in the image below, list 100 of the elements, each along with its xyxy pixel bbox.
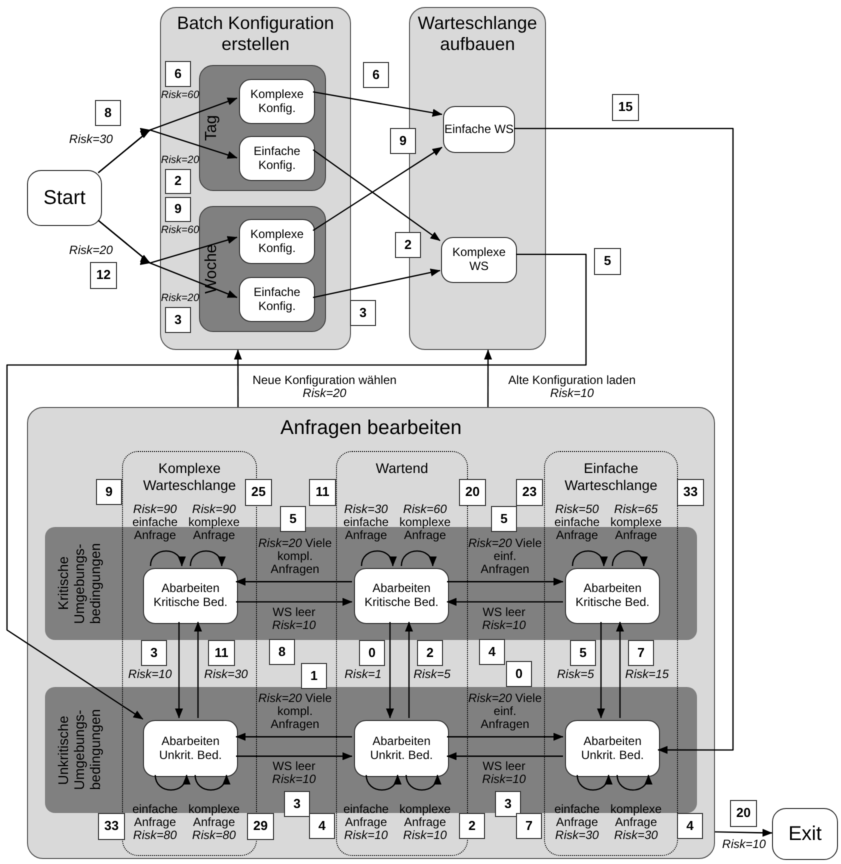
arrow [194,622,202,718]
edge-label: Risk=20 Viele kompl. Anfragen [258,537,332,576]
subgroup-panel [199,206,326,332]
edge-label: Risk=65 komplexe Anfrage [609,503,663,542]
group-title: Komplexe Warteschlange [142,460,237,494]
number-box: 9 [390,128,416,154]
number-box: 2 [395,232,421,258]
arrow [597,622,605,718]
number-box: 5 [491,506,517,532]
arrow [446,752,563,760]
band-title: Unkritische Umgebungs- bedingungen [55,708,103,792]
number-box: 29 [247,813,274,840]
arrow [236,732,352,741]
state-box: Abarbeiten Kritische Bed. [354,568,449,624]
loop-arrow [154,774,190,791]
arrow [236,752,352,760]
arrow [386,622,394,718]
edge-label: Risk=20 Viele einf. Anfragen [468,537,542,576]
group-title: Batch Konfiguration erstellen [176,13,336,55]
number-box: 3 [165,307,191,333]
arrow [484,350,492,407]
edge-label: Neue Konfiguration wählen Risk=20 [251,374,398,400]
number-box: 11 [208,640,235,666]
number-box: 5 [570,640,596,666]
arrow [312,91,442,117]
state-box: Komplexe Konfig. [239,79,315,124]
edge-label: einfache Anfrage Risk=80 [131,803,179,842]
arrow [312,268,440,298]
subgroup-panel [199,65,326,191]
edge-label: Risk=90 einfache Anfrage [131,503,179,542]
edge-label: Risk=60 komplexe Anfrage [398,503,452,542]
number-box: 15 [612,94,639,121]
number-box: 2 [459,813,485,839]
loop-arrow [612,550,646,566]
edge-label: Risk=5 [412,668,452,681]
number-box: 7 [628,640,654,666]
edge-label: Risk=15 [624,668,670,681]
state-box: Abarbeiten Unkrit. Bed. [354,720,449,777]
edge-label: Risk=30 einfache Anfrage [342,503,390,542]
loop-arrow [194,774,230,791]
edge-label: einfache Anfrage Risk=10 [342,803,390,842]
arrow [98,220,238,298]
edge-label: Risk=5 [556,668,595,681]
loop-arrow [576,774,612,791]
number-box: 25 [245,479,272,506]
loop-arrow [406,774,440,791]
number-box: 2 [165,169,191,194]
number-box: 6 [165,61,191,87]
edge-label: komplexe Anfrage Risk=80 [187,803,241,842]
arrow [236,578,352,586]
number-box: 4 [479,639,505,665]
number-box: 8 [95,100,121,126]
edge-label: WS leer Risk=10 [481,760,527,786]
state-box: Komplexe Konfig. [239,219,315,264]
arrow [175,622,183,718]
number-box: 2 [417,640,443,666]
terminal-box: Start [27,170,102,226]
terminal-box: Exit [772,808,838,860]
edge-label: Risk=50 einfache Anfrage [553,503,601,542]
number-box: 3 [350,300,376,326]
state-box: Abarbeiten Unkrit. Bed. [565,720,660,777]
number-box: 1 [301,663,327,689]
state-box: Komplexe WS [441,237,517,283]
loop-arrow [360,550,396,566]
state-box: Abarbeiten Unkrit. Bed. [143,720,238,777]
number-box: 0 [506,661,532,687]
edge-label: komplexe Anfrage Risk=30 [609,803,663,842]
group-title: Wartend [374,460,430,477]
arrow [514,128,734,754]
edge-label: WS leer Risk=10 [271,760,317,786]
group-title: Warteschlange aufbauen [416,13,538,55]
group-title: Tag [203,115,221,141]
number-box: 33 [98,813,125,840]
state-box: Einfache WS [443,106,515,153]
arrow [234,350,242,407]
arrow [98,128,238,174]
number-box: 9 [96,479,122,505]
edge-label: komplexe Anfrage Risk=10 [398,803,452,842]
edge-label: Risk=10 [721,838,767,851]
number-box: 20 [459,479,486,506]
number-box: 12 [90,262,117,289]
edge-label: Risk=20 Viele einf. Anfragen [468,692,542,731]
risk-label: Risk=20 [68,244,114,257]
arrow [714,828,772,837]
arrow [447,732,564,741]
number-box: 11 [309,479,336,506]
loop-arrow [190,550,224,566]
number-box: 3 [284,791,310,817]
edge-label: WS leer Risk=10 [481,606,527,632]
loop-arrow [400,550,436,566]
edge-label: Risk=10 [127,668,173,681]
group-title: Anfragen bearbeiten [279,418,463,439]
band-title: Kritische Umgebungs- bedingungen [55,542,103,626]
number-box: 3 [495,791,521,817]
group-title: Einfache Warteschlange [564,460,658,494]
arrow [447,578,564,586]
edge-label: WS leer Risk=10 [271,606,317,632]
number-box: 33 [677,479,704,506]
number-box: 20 [730,800,757,827]
number-box: 5 [280,506,306,532]
